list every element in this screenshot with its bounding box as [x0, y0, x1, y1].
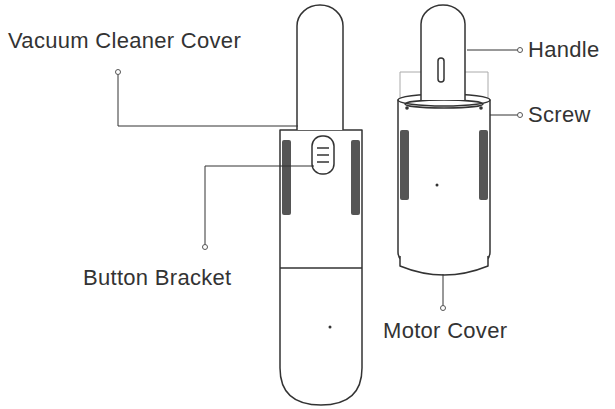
- leader-line: [490, 115, 519, 116]
- button-bracket-shape: [312, 136, 334, 174]
- leader-dot: [116, 70, 121, 75]
- part-label: Vacuum Cleaner Cover: [8, 28, 241, 54]
- inner-rim: [405, 100, 483, 108]
- part-label: Button Bracket: [83, 265, 232, 291]
- leader-line: [443, 274, 444, 307]
- motor-body: [398, 100, 490, 262]
- dust-cup-seam: [280, 267, 362, 269]
- side-grip: [282, 140, 291, 215]
- side-grip: [479, 130, 488, 200]
- body-dot: [436, 184, 439, 187]
- cleaner-body: [280, 130, 362, 405]
- leader-dot: [203, 245, 208, 250]
- leader-line: [467, 50, 519, 51]
- part-label: Handle: [528, 37, 600, 63]
- side-grip: [400, 130, 409, 200]
- button-mark: [317, 161, 329, 163]
- screw-dot: [405, 106, 409, 110]
- leader-dot: [518, 113, 523, 118]
- part-label: Screw: [528, 102, 591, 128]
- motor-cover-band: [400, 256, 488, 275]
- side-grip: [351, 140, 360, 215]
- leader-dot: [518, 48, 523, 53]
- body-dot: [329, 326, 332, 329]
- leader-dot: [441, 306, 446, 311]
- leader-line: [118, 72, 298, 126]
- cleaner-handle: [297, 5, 343, 130]
- motor-handle: [421, 5, 465, 100]
- handle-slot: [438, 58, 444, 82]
- part-label: Motor Cover: [383, 318, 507, 344]
- screw-dot: [479, 106, 483, 110]
- button-mark: [317, 154, 329, 156]
- leader-line: [205, 166, 314, 246]
- button-mark: [317, 147, 329, 149]
